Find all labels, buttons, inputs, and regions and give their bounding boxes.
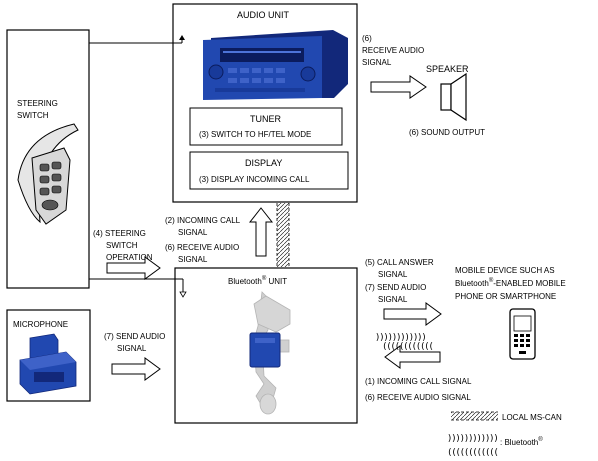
tuner-title: TUNER — [250, 114, 281, 124]
legend-ms-can-label: LOCAL MS-CAN — [502, 413, 562, 422]
display-title: DISPLAY — [245, 158, 282, 168]
call-answer-signal-line1: (5) CALL ANSWER — [365, 258, 434, 267]
steering-operation-line2: SWITCH — [106, 241, 138, 250]
arrow-bluetooth-to-mobile — [383, 302, 442, 326]
steering-operation-line1: (4) STEERING — [93, 229, 146, 238]
speaker-receive-line3: SIGNAL — [362, 58, 392, 67]
arrow-steering-to-bluetooth — [106, 256, 161, 280]
steering-switch-illustration — [17, 123, 79, 225]
steering-operation-line3: OPERATION — [106, 253, 153, 262]
arrow-bluetooth-to-audio — [248, 207, 274, 257]
legend-bluetooth-label: : Bluetooth® — [500, 436, 543, 447]
incoming-call-signal-line1: (2) INCOMING CALL — [165, 216, 241, 225]
display-box: DISPLAY (3) DISPLAY INCOMING CALL — [189, 151, 349, 190]
speaker-icon — [440, 72, 467, 122]
steering-switch-line1: STEERING — [17, 99, 58, 108]
mobile-device-line1: MOBILE DEVICE SUCH AS — [455, 266, 555, 275]
svg-text:((((((((((((: (((((((((((( — [447, 448, 498, 458]
steering-to-audio-link — [89, 35, 185, 44]
steering-to-bluetooth-link — [89, 278, 187, 298]
smartphone-icon — [509, 308, 536, 360]
arrow-mic-to-bluetooth — [111, 357, 161, 381]
legend-ms-can-symbol — [451, 411, 498, 421]
legend: LOCAL MS-CAN )))))))))))) (((((((((((( :… — [447, 411, 562, 458]
local-ms-can-link — [276, 203, 290, 267]
speaker-receive-line1: (6) — [362, 34, 372, 43]
incoming-call-signal-mobile: (1) INCOMING CALL SIGNAL — [365, 377, 472, 386]
tuner-step-label: (3) SWITCH TO HF/TEL MODE — [199, 130, 311, 139]
send-audio-signal-mobile-line1: (7) SEND AUDIO — [365, 283, 426, 292]
display-step-label: (3) DISPLAY INCOMING CALL — [199, 175, 310, 184]
receive-audio-signal-mid-line2: SIGNAL — [178, 255, 208, 264]
audio-unit-illustration — [203, 30, 348, 100]
svg-text:)))))))))))): )))))))))))) — [447, 434, 498, 444]
incoming-call-signal-line2: SIGNAL — [178, 228, 208, 237]
audio-unit-box: AUDIO UNIT TUNER (3) SWITCH TO HF/T — [172, 3, 358, 203]
mic-send-audio-line2: SIGNAL — [117, 344, 147, 353]
receive-audio-signal-mid-line1: (6) RECEIVE AUDIO — [165, 243, 239, 252]
speaker-output-label: (6) SOUND OUTPUT — [409, 128, 485, 137]
microphone-title: MICROPHONE — [13, 320, 68, 329]
speaker: SPEAKER (6) RECEIVE AUDIO SIGNAL (6) SOU… — [362, 34, 485, 137]
microphone-illustration — [19, 333, 77, 395]
bluetooth-unit-title: Bluetooth® UNIT — [228, 275, 287, 286]
bluetooth-waves-incoming: (((((((((((( — [382, 342, 433, 352]
mobile-device-line3: PHONE OR SMARTPHONE — [455, 292, 556, 301]
send-audio-signal-mobile-line2: SIGNAL — [378, 295, 408, 304]
speaker-title: SPEAKER — [426, 64, 469, 74]
bluetooth-module-illustration — [249, 291, 291, 415]
arrow-mobile-to-bluetooth — [384, 345, 441, 369]
speaker-receive-line2: RECEIVE AUDIO — [362, 46, 424, 55]
call-answer-signal-line2: SIGNAL — [378, 270, 408, 279]
audio-unit-title: AUDIO UNIT — [237, 10, 290, 20]
mobile-device-line2: Bluetooth®-ENABLED MOBILE — [455, 277, 566, 288]
bluetooth-unit-box: Bluetooth® UNIT — [174, 267, 358, 424]
steering-switch-box: STEERING SWITCH — [6, 29, 90, 289]
legend-bluetooth-symbol: )))))))))))) (((((((((((( — [447, 434, 499, 458]
receive-audio-signal-mobile: (6) RECEIVE AUDIO SIGNAL — [365, 393, 471, 402]
tuner-box: TUNER (3) SWITCH TO HF/TEL MODE — [189, 107, 343, 146]
bluetooth-waves-outgoing: )))))))))))) — [375, 333, 426, 343]
arrow-audio-to-speaker — [370, 75, 427, 99]
steering-switch-line2: SWITCH — [17, 111, 49, 120]
mic-send-audio-line1: (7) SEND AUDIO — [104, 332, 165, 341]
microphone-box: MICROPHONE — [6, 309, 91, 402]
